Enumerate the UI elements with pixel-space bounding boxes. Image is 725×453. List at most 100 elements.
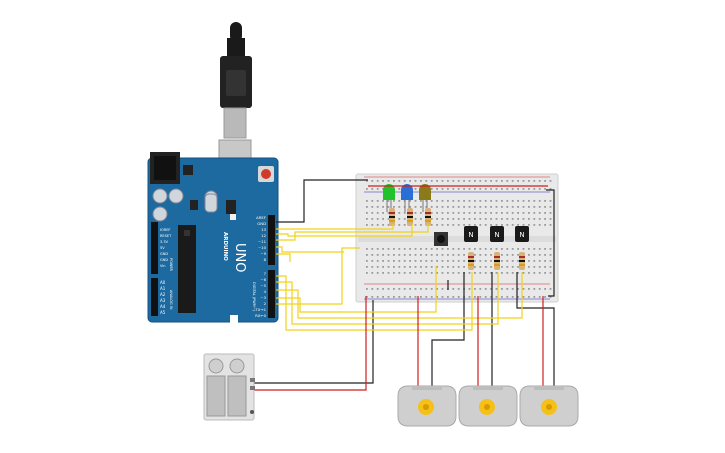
breadboard-hole[interactable] — [517, 218, 519, 220]
breadboard-hole[interactable] — [425, 288, 428, 290]
breadboard-hole[interactable] — [463, 206, 465, 208]
breadboard-hole[interactable] — [468, 218, 471, 220]
breadboard-hole[interactable] — [425, 180, 428, 182]
breadboard-hole[interactable] — [533, 200, 536, 202]
breadboard-hole[interactable] — [371, 288, 374, 290]
breadboard-hole[interactable] — [436, 206, 438, 208]
breadboard-hole[interactable] — [544, 260, 546, 262]
wire-pin11[interactable] — [276, 224, 429, 241]
breadboard-hole[interactable] — [490, 248, 492, 250]
breadboard-hole[interactable] — [371, 266, 374, 268]
breadboard-hole[interactable] — [463, 224, 465, 226]
led-resistors[interactable] — [389, 208, 431, 226]
breadboard-hole[interactable] — [441, 188, 444, 190]
breadboard-hole[interactable] — [403, 218, 406, 220]
breadboard-hole[interactable] — [484, 200, 487, 202]
breadboard-hole[interactable] — [414, 254, 417, 256]
breadboard-hole[interactable] — [371, 188, 374, 190]
breadboard-hole[interactable] — [522, 288, 525, 290]
breadboard-hole[interactable] — [511, 288, 514, 290]
breadboard-hole[interactable] — [409, 248, 411, 250]
breadboard-hole[interactable] — [447, 296, 449, 298]
breadboard-hole[interactable] — [414, 272, 417, 274]
breadboard-hole[interactable] — [398, 206, 401, 208]
breadboard-hole[interactable] — [484, 188, 487, 190]
digital-header-bottom[interactable] — [268, 270, 275, 318]
breadboard-hole[interactable] — [506, 260, 509, 262]
breadboard-hole[interactable] — [511, 266, 514, 268]
breadboard-hole[interactable] — [403, 224, 406, 226]
breadboard-hole[interactable] — [479, 248, 482, 250]
wire-pin7[interactable] — [276, 272, 473, 331]
breadboard-hole[interactable] — [474, 296, 476, 298]
breadboard-hole[interactable] — [506, 206, 509, 208]
breadboard-hole[interactable] — [468, 288, 471, 290]
breadboard-hole[interactable] — [447, 224, 449, 226]
breadboard-hole[interactable] — [517, 266, 519, 268]
breadboard-hole[interactable] — [382, 272, 384, 274]
breadboard-hole[interactable] — [474, 266, 476, 268]
breadboard-hole[interactable] — [474, 218, 476, 220]
breadboard-hole[interactable] — [463, 200, 465, 202]
breadboard-hole[interactable] — [420, 218, 422, 220]
breadboard-hole[interactable] — [414, 200, 417, 202]
dc-motor-icon[interactable] — [519, 385, 579, 427]
breadboard-hole[interactable] — [495, 188, 498, 190]
breadboard-hole[interactable] — [382, 288, 384, 290]
breadboard-hole[interactable] — [549, 212, 552, 214]
breadboard-hole[interactable] — [544, 254, 546, 256]
breadboard-hole[interactable] — [468, 224, 471, 226]
breadboard-hole[interactable] — [517, 224, 519, 226]
breadboard-hole[interactable] — [474, 260, 476, 262]
breadboard-hole[interactable] — [490, 206, 492, 208]
breadboard-hole[interactable] — [420, 266, 422, 268]
breadboard-hole[interactable] — [544, 188, 546, 190]
breadboard-hole[interactable] — [490, 188, 492, 190]
breadboard-hole[interactable] — [533, 288, 536, 290]
breadboard-hole[interactable] — [544, 206, 546, 208]
breadboard-hole[interactable] — [436, 254, 438, 256]
breadboard-hole[interactable] — [366, 260, 368, 262]
breadboard-hole[interactable] — [452, 218, 455, 220]
breadboard-hole[interactable] — [495, 180, 498, 182]
breadboard-hole[interactable] — [506, 288, 509, 290]
breadboard-hole[interactable] — [366, 188, 368, 190]
breadboard-hole[interactable] — [425, 272, 428, 274]
breadboard-hole[interactable] — [549, 188, 552, 190]
breadboard-hole[interactable] — [538, 218, 541, 220]
breadboard-hole[interactable] — [366, 296, 368, 298]
breadboard-hole[interactable] — [474, 188, 476, 190]
breadboard-hole[interactable] — [398, 296, 401, 298]
breadboard-hole[interactable] — [538, 266, 541, 268]
breadboard-hole[interactable] — [457, 218, 460, 220]
breadboard-hole[interactable] — [490, 266, 492, 268]
breadboard-hole[interactable] — [484, 288, 487, 290]
breadboard-hole[interactable] — [506, 218, 509, 220]
breadboard-hole[interactable] — [506, 266, 509, 268]
breadboard-hole[interactable] — [398, 188, 401, 190]
wires-yellow[interactable] — [276, 224, 523, 331]
breadboard-hole[interactable] — [549, 248, 552, 250]
breadboard-hole[interactable] — [463, 188, 465, 190]
breadboard-hole[interactable] — [538, 188, 541, 190]
breadboard-hole[interactable] — [522, 272, 525, 274]
breadboard-hole[interactable] — [371, 200, 374, 202]
breadboard-hole[interactable] — [506, 254, 509, 256]
breadboard-hole[interactable] — [544, 248, 546, 250]
breadboard-hole[interactable] — [452, 272, 455, 274]
breadboard-hole[interactable] — [387, 296, 390, 298]
breadboard-hole[interactable] — [501, 266, 503, 268]
breadboard-hole[interactable] — [398, 218, 401, 220]
breadboard-hole[interactable] — [425, 266, 428, 268]
breadboard-hole[interactable] — [441, 200, 444, 202]
breadboard-hole[interactable] — [506, 212, 509, 214]
breadboard-hole[interactable] — [474, 180, 476, 182]
breadboard-hole[interactable] — [463, 212, 465, 214]
breadboard-hole[interactable] — [517, 248, 519, 250]
breadboard-hole[interactable] — [376, 260, 379, 262]
breadboard-hole[interactable] — [398, 266, 401, 268]
breadboard-hole[interactable] — [366, 288, 368, 290]
breadboard-hole[interactable] — [533, 266, 536, 268]
breadboard-hole[interactable] — [371, 218, 374, 220]
breadboard-hole[interactable] — [522, 200, 525, 202]
